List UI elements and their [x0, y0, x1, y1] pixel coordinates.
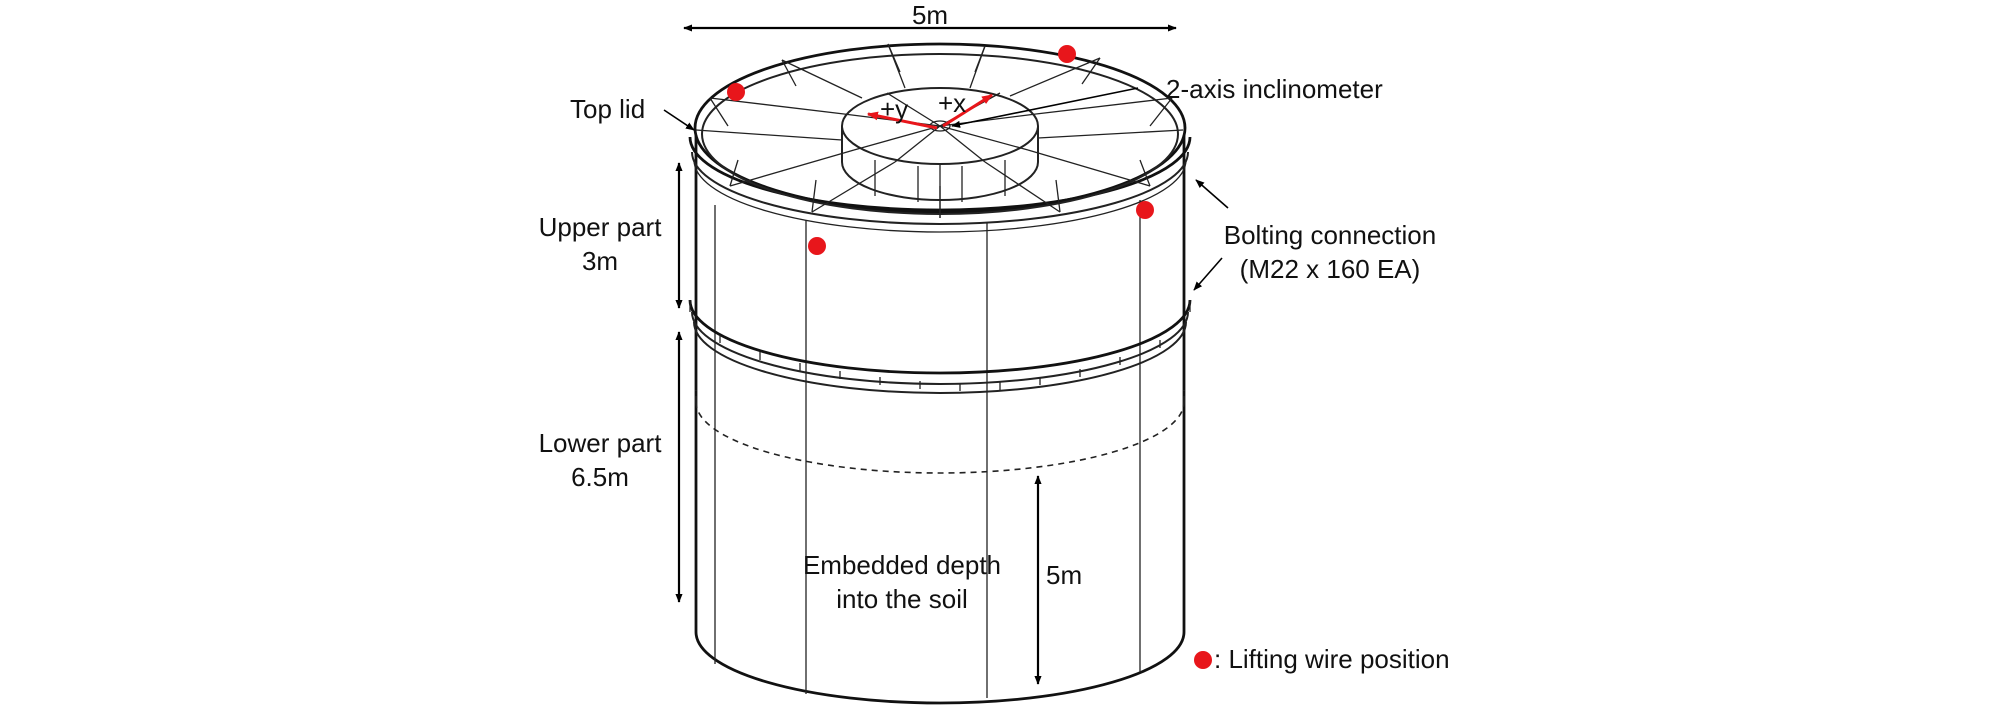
red-dot-icon — [808, 237, 826, 255]
bolt-ticks — [719, 335, 1161, 391]
legend-lifting-label: : Lifting wire position — [1214, 644, 1450, 674]
bolting-spec: (M22 x 160 EA) — [1240, 254, 1421, 284]
red-dot-icon — [1136, 201, 1154, 219]
radial-stiffeners — [695, 43, 1184, 218]
red-dot-icon — [1194, 651, 1212, 669]
red-dot-icon — [1058, 45, 1076, 63]
dimension-arrows — [675, 24, 1177, 685]
lower-part-label: Lower part — [539, 428, 663, 458]
cylinder-body — [688, 135, 1192, 705]
axis-x-label: +x — [938, 88, 966, 118]
top-lid — [693, 42, 1187, 218]
lower-part-length: 6.5m — [571, 462, 629, 492]
red-dot-icon — [727, 83, 745, 101]
axis-y-label: +y — [880, 94, 908, 124]
upper-part-label: Upper part — [539, 212, 663, 242]
leader-lines — [663, 87, 1229, 291]
bolting-label: Bolting connection — [1224, 220, 1436, 250]
embedded-label-2: into the soil — [836, 584, 968, 614]
lifting-points — [727, 45, 1154, 255]
diameter-label: 5m — [912, 0, 948, 30]
inclinometer-label: 2-axis inclinometer — [1166, 74, 1383, 104]
embedded-depth-value: 5m — [1046, 560, 1082, 590]
embedded-label: Embedded depth — [803, 550, 1001, 580]
upper-part-length: 3m — [582, 246, 618, 276]
top-lid-label: Top lid — [570, 94, 645, 124]
inclinometer-axes — [866, 93, 993, 130]
legend: : Lifting wire position — [1194, 644, 1450, 674]
